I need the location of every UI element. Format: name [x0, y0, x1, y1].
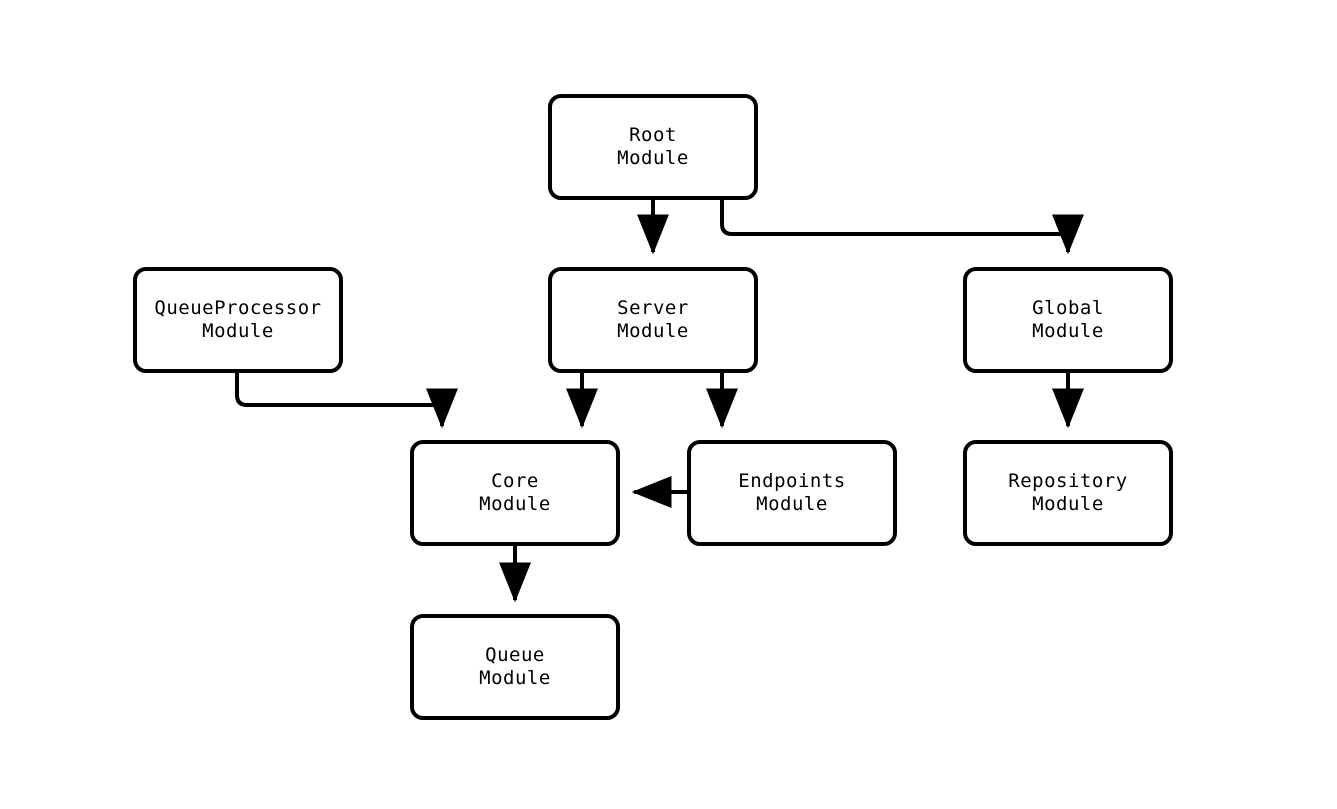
- node-global-label-line2: Module: [1032, 320, 1104, 342]
- node-queueprocessor[interactable]: QueueProcessor Module: [133, 267, 343, 373]
- node-repository-label-line2: Module: [1032, 493, 1104, 515]
- node-repository[interactable]: Repository Module: [963, 440, 1173, 546]
- node-endpoints-label-line1: Endpoints: [738, 470, 846, 492]
- node-repository-label-line1: Repository: [1008, 470, 1128, 492]
- node-queue-label-line2: Module: [479, 667, 551, 689]
- node-queue-label-line1: Queue: [485, 644, 545, 666]
- node-core-label-line2: Module: [479, 493, 551, 515]
- node-root[interactable]: Root Module: [548, 94, 758, 200]
- node-global[interactable]: Global Module: [963, 267, 1173, 373]
- edge-queueprocessor-to-core: [235, 373, 458, 429]
- node-endpoints-label-line2: Module: [756, 493, 828, 515]
- node-server-label-line1: Server: [617, 297, 689, 319]
- node-server-label-line2: Module: [617, 320, 689, 342]
- node-global-label-line1: Global: [1032, 297, 1104, 319]
- node-server[interactable]: Server Module: [548, 267, 758, 373]
- node-endpoints[interactable]: Endpoints Module: [687, 440, 897, 546]
- edge-root-to-global: [720, 200, 1084, 255]
- node-root-label-line1: Root: [629, 124, 677, 146]
- node-root-label-line2: Module: [617, 147, 689, 169]
- node-core[interactable]: Core Module: [410, 440, 620, 546]
- node-queue[interactable]: Queue Module: [410, 614, 620, 720]
- node-core-label-line1: Core: [491, 470, 539, 492]
- node-queueprocessor-label-line1: QueueProcessor: [154, 297, 322, 319]
- edge-group: [235, 200, 1084, 603]
- node-queueprocessor-label-line2: Module: [202, 320, 274, 342]
